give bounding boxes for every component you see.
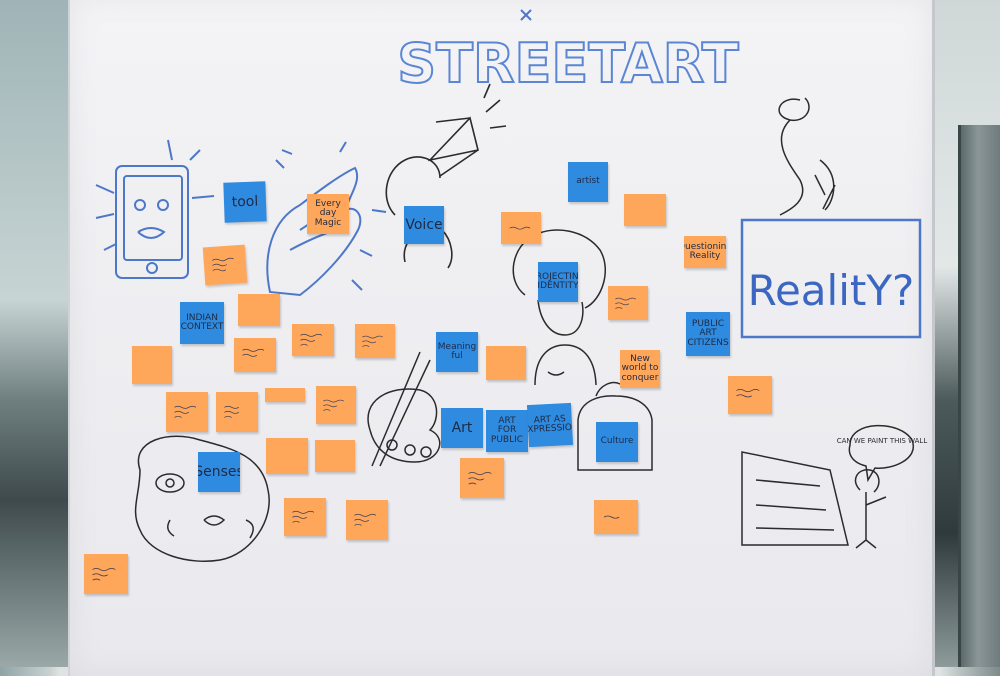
note-tool: tool: [223, 181, 267, 223]
phone-sketch-icon: [95, 139, 215, 279]
note-new-world-text: New world to conquer: [621, 353, 659, 383]
note-everyday-magic-text: Every day Magic: [314, 198, 342, 228]
note-senses: Senses: [198, 452, 240, 492]
note-scribble: [292, 324, 334, 356]
note-meaning: Meaning ful: [436, 332, 478, 372]
handwriting-scribble-icon: [173, 406, 196, 419]
handwriting-scribble-icon: [323, 399, 345, 411]
note-questioning-reality: Questioning Reality: [684, 236, 726, 268]
note-scribble: [594, 500, 638, 534]
note-scribble: [486, 346, 526, 380]
note-art-for-public-text: ART FOR PUBLIC: [490, 415, 524, 445]
note-projecting-identity: PROJECTING IDENTITY: [538, 262, 578, 302]
handwriting-scribble-icon: [223, 406, 239, 419]
note-voice: Voice: [404, 206, 444, 244]
note-questioning-reality-text: Questioning Reality: [684, 241, 726, 261]
note-scribble: [216, 392, 258, 432]
title-cross-icon: [520, 9, 532, 21]
background-window-left: [0, 0, 70, 667]
note-scribble: [84, 554, 128, 594]
wall-painter-sketch-icon: [741, 424, 915, 549]
handwriting-scribble-icon: [299, 334, 322, 347]
note-scribble: [355, 324, 395, 358]
note-projecting-identity-text: PROJECTING IDENTITY: [538, 271, 578, 291]
note-scribble: [608, 286, 648, 320]
note-scribble: [501, 212, 541, 244]
handwriting-scribble-icon: [291, 511, 314, 524]
second-board-frame: [958, 125, 1000, 667]
note-scribble: [132, 346, 172, 384]
handwriting-scribble-icon: [362, 335, 384, 347]
reality-box: [740, 218, 922, 339]
speech-bubble-text: CAN WE PAINT THIS WALL: [837, 437, 928, 445]
handwriting-scribble-icon: [211, 258, 234, 272]
note-scribble: [316, 386, 356, 424]
note-indian-context: INDIAN CONTEXT: [180, 302, 224, 344]
note-new-world: New world to conquer: [620, 350, 660, 388]
note-art: Art: [441, 408, 483, 448]
handwriting-scribble-icon: [241, 349, 264, 358]
handwriting-scribble-icon: [615, 297, 637, 309]
note-public-art-citizens: PUBLIC ART CITIZENS: [686, 312, 730, 356]
note-tool-text: tool: [231, 193, 259, 211]
handwriting-scribble-icon: [353, 514, 376, 527]
woman-sketch-icon: [512, 229, 606, 386]
note-scribble: [234, 338, 276, 372]
note-art-as-expression: ART AS EXPRESSION: [526, 402, 574, 448]
note-scribble: [346, 500, 388, 540]
smoke-swirl-sketch-icon: [778, 97, 836, 216]
note-scribble: [460, 458, 504, 498]
note-art-as-expression-text: ART AS EXPRESSION: [526, 413, 574, 436]
handwriting-scribble-icon: [92, 567, 116, 581]
handwriting-scribble-icon: [509, 226, 531, 230]
street-art-title: STREETART: [397, 32, 739, 95]
note-scribble: [238, 294, 280, 326]
note-artist-text: artist: [576, 176, 600, 187]
note-culture-text: Culture: [600, 436, 634, 447]
handwriting-scribble-icon: [468, 471, 492, 485]
note-art-for-public: ART FOR PUBLIC: [486, 410, 528, 452]
note-scribble: [728, 376, 772, 414]
note-scribble: [166, 392, 208, 432]
arch-frame-sketch-icon: [577, 381, 653, 471]
note-everyday-magic: Every day Magic: [307, 194, 349, 234]
note-scribble: [266, 438, 308, 474]
note-scribble: [202, 244, 248, 286]
note-artist: artist: [568, 162, 608, 202]
note-indian-context-text: INDIAN CONTEXT: [180, 312, 224, 332]
note-voice-text: Voice: [405, 216, 443, 233]
note-scribble: [315, 440, 355, 472]
handwriting-scribble-icon: [736, 388, 760, 398]
note-scribble: [284, 498, 326, 536]
note-senses-text: Senses: [198, 463, 240, 480]
note-public-art-citizens-text: PUBLIC ART CITIZENS: [687, 318, 729, 348]
note-scribble: [624, 194, 666, 226]
handwriting-scribble-icon: [603, 515, 620, 519]
note-scribble: [265, 388, 305, 402]
reality-label: RealitY?: [748, 266, 915, 315]
senses-face-sketch-icon: [134, 435, 270, 562]
note-culture: Culture: [596, 422, 638, 462]
note-meaning-text: Meaning ful: [437, 341, 477, 361]
note-art-text: Art: [451, 419, 473, 436]
paint-palette-sketch-icon: [367, 351, 441, 467]
